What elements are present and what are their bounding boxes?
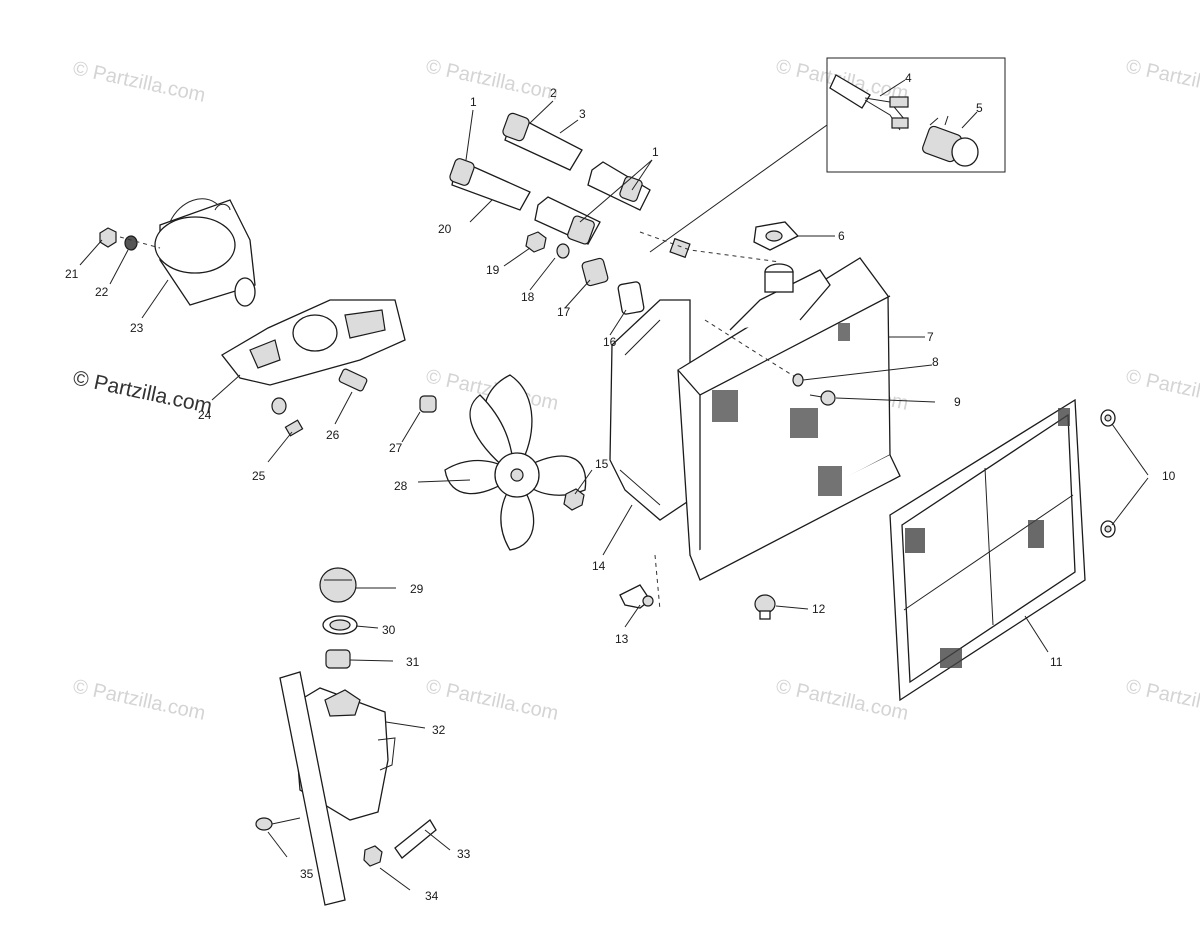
- callout-30: 30: [382, 623, 396, 637]
- hose-upper-middle: [502, 112, 583, 171]
- bracket-13: [619, 584, 654, 609]
- watermark: © Partzilla.com: [71, 675, 207, 725]
- leader-lines: [79, 79, 1149, 891]
- washer-22: [124, 235, 138, 251]
- callout-9: 9: [954, 395, 961, 409]
- seal-30: [322, 615, 358, 635]
- radiator-cap-6: [753, 221, 800, 251]
- callout-28: 28: [394, 479, 408, 493]
- callout-19: 19: [486, 263, 500, 277]
- callout-8: 8: [932, 355, 939, 369]
- radiator-7: [609, 257, 901, 611]
- bolt-9: [809, 390, 836, 406]
- callout-18: 18: [521, 290, 535, 304]
- wire-harness-4: [829, 74, 909, 131]
- callout-1a: 1: [470, 95, 477, 109]
- clamp-nut-19: [525, 231, 547, 253]
- hose-upper-left: [449, 158, 531, 211]
- frame-tube: [279, 671, 346, 906]
- watermark: © Partzilla.com: [1124, 675, 1200, 725]
- callout-10: 10: [1162, 469, 1176, 483]
- callout-32: 32: [432, 723, 446, 737]
- washer-24: [271, 397, 287, 415]
- clamp-34: [363, 845, 383, 867]
- washer-8: [792, 373, 804, 387]
- callout-25: 25: [252, 469, 266, 483]
- callout-5: 5: [976, 101, 983, 115]
- callout-26: 26: [326, 428, 340, 442]
- watermark-main: © Partzilla.com: [71, 366, 214, 418]
- screen-11: [889, 398, 1086, 702]
- callout-16: 16: [603, 335, 617, 349]
- callout-20: 20: [438, 222, 452, 236]
- callout-34: 34: [425, 889, 439, 903]
- spacer-16: [617, 281, 645, 315]
- sensor-fitting: [639, 231, 781, 263]
- grommet-12: [754, 594, 776, 620]
- callout-4: 4: [905, 71, 912, 85]
- bolt-26: [338, 368, 368, 392]
- callout-22: 22: [95, 285, 109, 299]
- callout-12: 12: [812, 602, 826, 616]
- callout-24: 24: [198, 408, 212, 422]
- washer-10-upper: [1100, 409, 1116, 427]
- callout-23: 23: [130, 321, 144, 335]
- watermark: © Partzilla.com: [424, 675, 560, 725]
- callout-21: 21: [65, 267, 79, 281]
- callout-31: 31: [406, 655, 420, 669]
- screw-35: [255, 817, 301, 831]
- washer-10-lower: [1100, 520, 1116, 538]
- callout-1b: 1: [652, 145, 659, 159]
- callout-15: 15: [595, 457, 609, 471]
- spacer-27: [419, 395, 437, 413]
- watermark: © Partzilla.com: [1124, 365, 1200, 415]
- hose-lower: [534, 196, 601, 245]
- callout-17: 17: [557, 305, 571, 319]
- callout-labels: 1 2 3 1 4 5 6 7 8 9 10 11 12 13 14 15 16…: [65, 71, 1176, 903]
- fan-blade-28: [444, 374, 587, 551]
- motor-axis: [119, 236, 161, 249]
- nut-15: [563, 488, 585, 511]
- watermark: © Partzilla.com: [424, 55, 560, 105]
- callout-29: 29: [410, 582, 424, 596]
- cap-29: [319, 567, 357, 603]
- inset-box: [826, 57, 1006, 173]
- callout-13: 13: [615, 632, 629, 646]
- callout-2: 2: [550, 86, 557, 100]
- callout-6: 6: [838, 229, 845, 243]
- callout-14: 14: [592, 559, 606, 573]
- sensor-5: [922, 115, 979, 167]
- watermark: © Partzilla.com: [71, 57, 207, 107]
- callout-27: 27: [389, 441, 403, 455]
- inset-leader: [649, 124, 828, 253]
- callout-11: 11: [1050, 655, 1063, 669]
- nut-21: [99, 227, 117, 248]
- fan-motor-23: [154, 198, 256, 307]
- callout-7: 7: [927, 330, 934, 344]
- screw-25: [284, 419, 304, 437]
- watermark: © Partzilla.com: [774, 675, 910, 725]
- hose-33: [394, 819, 437, 859]
- callout-33: 33: [457, 847, 471, 861]
- adapter-31: [325, 649, 351, 669]
- callout-35: 35: [300, 867, 314, 881]
- watermark: © Partzilla.com: [1124, 55, 1200, 105]
- motor-bracket-24: [221, 299, 406, 386]
- washer-18: [556, 243, 570, 259]
- bushing-17: [581, 257, 609, 287]
- callout-3: 3: [579, 107, 586, 121]
